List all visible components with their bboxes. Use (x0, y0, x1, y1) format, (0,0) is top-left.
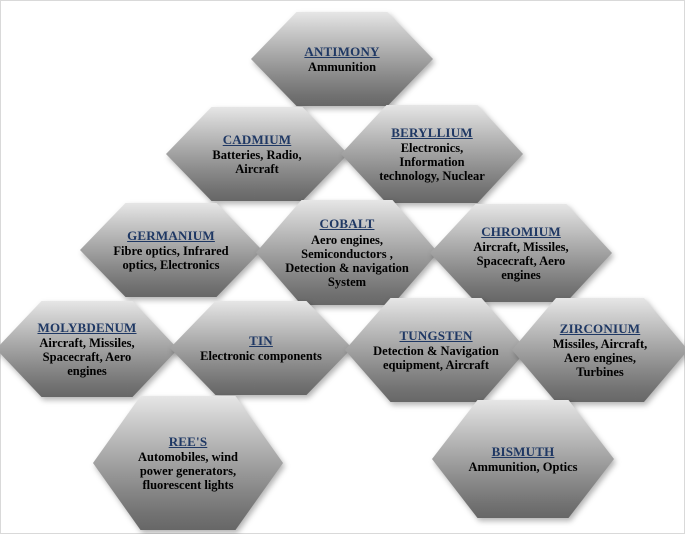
mineral-name: COBALT (319, 215, 375, 231)
mineral-uses: Aero engines, Semiconductors , Detection… (285, 232, 409, 289)
hexagon-beryllium: BERYLLIUM Electronics, Information techn… (341, 105, 523, 203)
mineral-name: CADMIUM (222, 131, 292, 147)
hexagon-shape: REE'S Automobiles, wind power generators… (93, 396, 283, 530)
mineral-name: CHROMIUM (481, 223, 561, 239)
hexagon-antimony: ANTIMONY Ammunition (251, 12, 433, 106)
hexagon-rees: REE'S Automobiles, wind power generators… (93, 396, 283, 530)
mineral-name: ANTIMONY (304, 43, 380, 59)
mineral-uses: Ammunition, Optics (468, 460, 578, 475)
mineral-uses: Ammunition (307, 60, 377, 75)
hexagon-shape: ZIRCONIUM Missiles, Aircraft, Aero engin… (512, 298, 685, 402)
mineral-name: ZIRCONIUM (559, 320, 641, 336)
mineral-name: REE'S (168, 433, 208, 449)
hexagon-shape: COBALT Aero engines, Semiconductors , De… (256, 200, 438, 305)
hexagon-molybdenum: MOLYBDENUM Aircraft, Missiles, Spacecraf… (0, 301, 178, 397)
mineral-uses: Detection & Navigation equipment, Aircra… (373, 344, 499, 373)
hexagon-bismuth: BISMUTH Ammunition, Optics (432, 400, 614, 518)
hexagon-shape: MOLYBDENUM Aircraft, Missiles, Spacecraf… (0, 301, 178, 397)
mineral-uses: Automobiles, wind power generators, fluo… (137, 450, 239, 493)
hexagon-cobalt: COBALT Aero engines, Semiconductors , De… (256, 200, 438, 305)
mineral-name: BERYLLIUM (391, 124, 473, 140)
hexagon-shape: CHROMIUM Aircraft, Missiles, Spacecraft,… (430, 204, 612, 302)
hexagon-shape: TUNGSTEN Detection & Navigation equipmen… (345, 298, 527, 402)
mineral-uses: Electronic components (200, 349, 322, 364)
mineral-name: TUNGSTEN (399, 327, 473, 343)
hexagon-germanium: GERMANIUM Fibre optics, Infrared optics,… (80, 203, 262, 297)
mineral-uses: Aircraft, Missiles, Spacecraft, Aero eng… (39, 336, 135, 379)
hexagon-shape: BISMUTH Ammunition, Optics (432, 400, 614, 518)
mineral-uses: Electronics, Information technology, Nuc… (379, 141, 485, 184)
hexagon-tin: TIN Electronic components (170, 301, 352, 395)
hexagon-shape: BERYLLIUM Electronics, Information techn… (341, 105, 523, 203)
mineral-uses: Batteries, Radio, Aircraft (212, 148, 302, 177)
hexagon-shape: GERMANIUM Fibre optics, Infrared optics,… (80, 203, 262, 297)
mineral-uses: Fibre optics, Infrared optics, Electroni… (113, 244, 229, 273)
hexagon-zirconium: ZIRCONIUM Missiles, Aircraft, Aero engin… (512, 298, 685, 402)
hexagon-chromium: CHROMIUM Aircraft, Missiles, Spacecraft,… (430, 204, 612, 302)
mineral-uses: Aircraft, Missiles, Spacecraft, Aero eng… (473, 240, 569, 283)
mineral-uses: Missiles, Aircraft, Aero engines, Turbin… (552, 337, 648, 380)
mineral-name: GERMANIUM (127, 227, 215, 243)
hexagon-shape: TIN Electronic components (170, 301, 352, 395)
mineral-name: BISMUTH (491, 443, 555, 459)
hexagon-cadmium: CADMIUM Batteries, Radio, Aircraft (166, 107, 348, 201)
hexagon-shape: CADMIUM Batteries, Radio, Aircraft (166, 107, 348, 201)
hexagon-tungsten: TUNGSTEN Detection & Navigation equipmen… (345, 298, 527, 402)
mineral-name: MOLYBDENUM (37, 319, 137, 335)
mineral-name: TIN (249, 332, 273, 348)
hexagon-shape: ANTIMONY Ammunition (251, 12, 433, 106)
